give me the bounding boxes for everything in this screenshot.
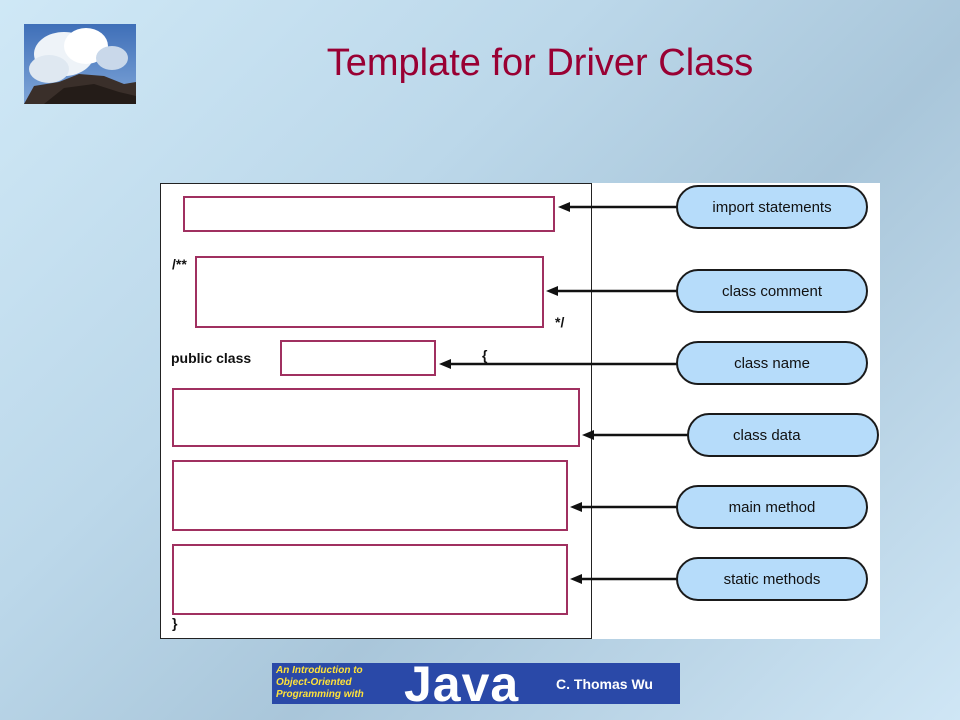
banner-line-2: Object-Oriented [276,677,352,688]
driver-class-diagram: /** */ public class { } import statement… [160,183,880,639]
class-data-label: class data [687,413,879,457]
book-banner-logo: An Introduction to Object-Oriented Progr… [272,663,680,704]
banner-java-text: Java [404,663,520,704]
close-brace-text: } [172,615,178,631]
class-name-label: class name [676,341,868,385]
banner-subtitle: An Introduction to Object-Oriented Progr… [276,665,404,701]
class-name-slot [280,340,436,376]
banner-line-1: An Introduction to [276,665,363,676]
comment-close-text: */ [555,314,565,330]
class-comment-label: class comment [676,269,868,313]
banner-line-3: Programming with [276,689,364,700]
slide-title: Template for Driver Class [326,42,754,84]
logo-image [24,24,136,104]
public-class-text: public class [171,350,252,366]
open-brace-text: { [482,347,488,363]
main-method-slot [172,460,568,531]
comment-open-text: /** [172,256,187,272]
class-comment-slot [195,256,544,328]
main-method-label: main method [676,485,868,529]
banner-author: C. Thomas Wu [556,676,653,692]
class-data-slot [172,388,580,447]
import-statements-slot [183,196,555,232]
import-statements-label: import statements [676,185,868,229]
static-methods-slot [172,544,568,615]
static-methods-label: static methods [676,557,868,601]
